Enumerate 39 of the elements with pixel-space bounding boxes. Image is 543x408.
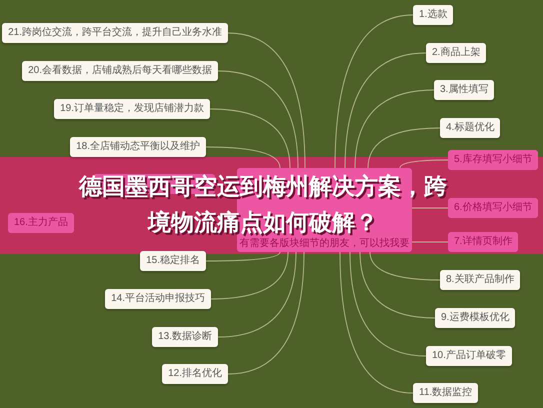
connector-line bbox=[210, 108, 290, 168]
topic-box: 1.选款 bbox=[413, 5, 454, 25]
topic-box: 18.全店铺动态平衡以及维护 bbox=[70, 137, 206, 157]
topic-box: 8.关联产品制作 bbox=[440, 270, 520, 290]
topic-box: 14.平台活动申报技巧 bbox=[105, 289, 211, 309]
topic-box: 5.库存填写小细节 bbox=[448, 150, 538, 170]
connector-line bbox=[218, 70, 298, 168]
topic-box: 11.数据监控 bbox=[413, 383, 478, 403]
connector-line bbox=[334, 14, 414, 168]
topic-text: 有需要各版块细节的朋友，可以找我要 bbox=[240, 238, 410, 250]
connector-line bbox=[370, 252, 440, 280]
banner-title: 德国墨西哥空运到梅州解决方案，跨境物流痛点如何破解？ bbox=[78, 172, 448, 237]
connector-line bbox=[228, 32, 306, 168]
connector-line bbox=[400, 160, 448, 168]
connector-line bbox=[344, 52, 426, 168]
topic-box: 7.详情页制作 bbox=[448, 232, 518, 252]
connector-line bbox=[206, 252, 280, 262]
connector-line bbox=[210, 252, 288, 300]
topic-box: 13.数据诊断 bbox=[152, 327, 218, 347]
connector-line bbox=[228, 252, 304, 374]
connector-line bbox=[218, 252, 296, 338]
topic-box: 20.会看数据，店铺成熟后每天看哪些数据 bbox=[22, 61, 218, 81]
connector-line bbox=[206, 146, 280, 168]
topic-box: 19.订单量稳定，发现店铺潜力款 bbox=[54, 99, 210, 119]
connector-line bbox=[350, 252, 426, 356]
connector-line bbox=[340, 252, 414, 394]
topic-box: 15.稳定排名 bbox=[140, 251, 206, 271]
topic-box: 12.排名优化 bbox=[162, 364, 228, 384]
topic-box: 3.属性填写 bbox=[434, 80, 494, 100]
connector-line bbox=[368, 128, 440, 168]
topic-box: 6.价格填写小细节 bbox=[448, 198, 538, 218]
connector-line bbox=[360, 252, 436, 318]
topic-box: 9.运费模板优化 bbox=[435, 308, 516, 328]
topic-box: 2.商品上架 bbox=[426, 43, 486, 63]
topic-box: 16.主力产品 bbox=[8, 213, 74, 233]
topic-box: 21.跨岗位交流，跨平台交流，提升自己业务水准 bbox=[2, 23, 228, 43]
connector-line bbox=[354, 90, 434, 168]
topic-box: 10.产品订单破零 bbox=[426, 346, 512, 366]
topic-box: 4.标题优化 bbox=[440, 118, 500, 138]
